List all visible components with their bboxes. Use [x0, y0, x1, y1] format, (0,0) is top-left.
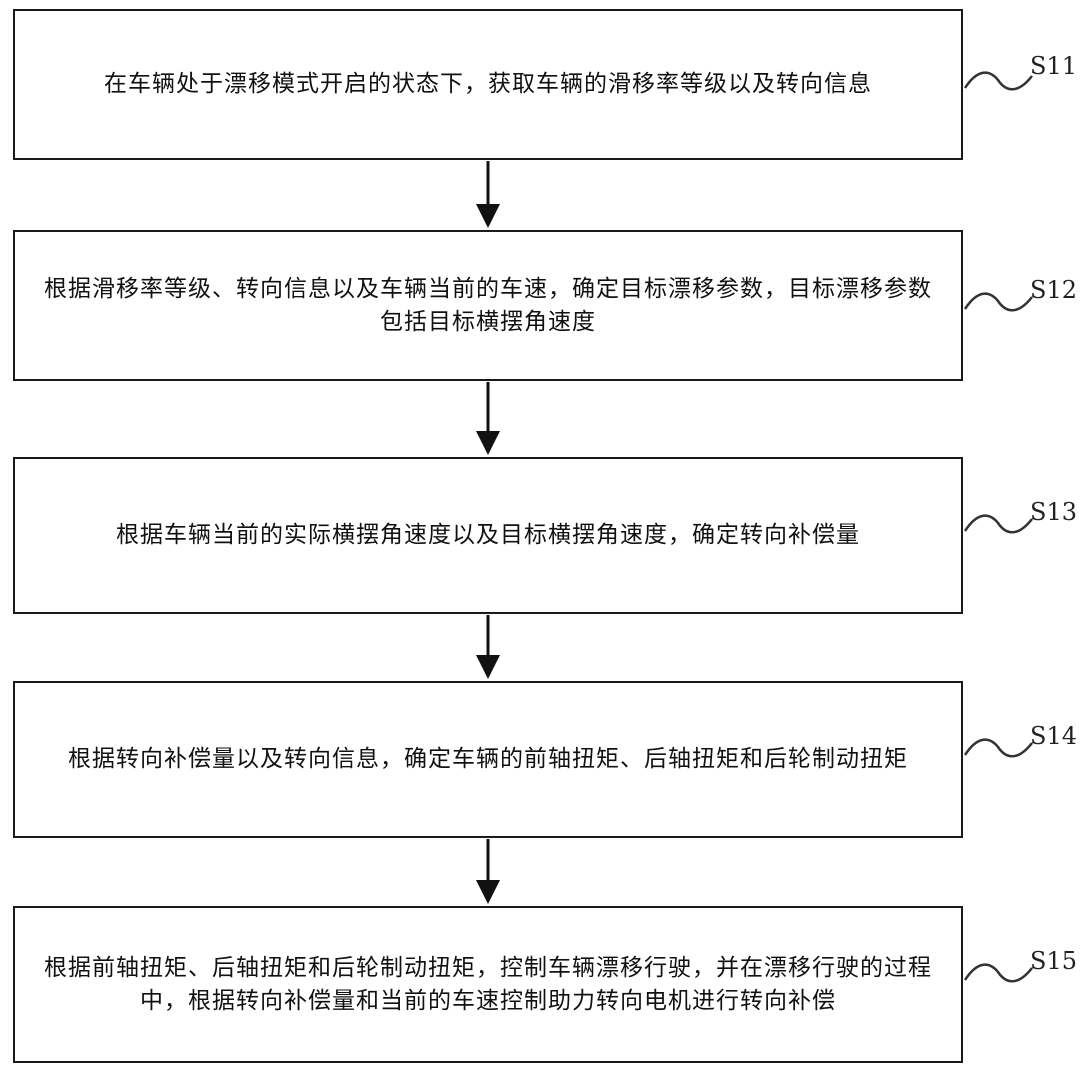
- step-id-s13: S13: [1030, 498, 1077, 526]
- flow-arrow-s14-s15: [476, 839, 500, 904]
- leader-line-s13: [963, 514, 1033, 534]
- step-box-s15: 根据前轴扭矩、后轴扭矩和后轮制动扭矩，控制车辆漂移行驶，并在漂移行驶的过程中，根…: [13, 906, 963, 1063]
- step-text-s13: 根据车辆当前的实际横摆角速度以及目标横摆角速度，确定转向补偿量: [116, 522, 860, 548]
- step-id-s14: S14: [1030, 722, 1077, 750]
- leader-line-s11: [963, 71, 1033, 91]
- step-box-s12: 根据滑移率等级、转向信息以及车辆当前的车速，确定目标漂移参数，目标漂移参数包括目…: [13, 230, 963, 381]
- step-id-s15: S15: [1030, 947, 1077, 975]
- step-text-s15: 根据前轴扭矩、后轴扭矩和后轮制动扭矩，控制车辆漂移行驶，并在漂移行驶的过程中，根…: [44, 954, 932, 1014]
- leader-line-s15: [963, 963, 1033, 983]
- step-box-s11: 在车辆处于漂移模式开启的状态下，获取车辆的滑移率等级以及转向信息: [13, 9, 963, 160]
- step-text-s11: 在车辆处于漂移模式开启的状态下，获取车辆的滑移率等级以及转向信息: [104, 71, 872, 97]
- flow-arrow-s12-s13: [476, 382, 500, 455]
- leader-line-s14: [963, 738, 1033, 758]
- leader-line-s12: [963, 292, 1033, 312]
- step-id-s12: S12: [1030, 276, 1077, 304]
- step-box-s14: 根据转向补偿量以及转向信息，确定车辆的前轴扭矩、后轴扭矩和后轮制动扭矩: [13, 681, 963, 838]
- step-text-s12: 根据滑移率等级、转向信息以及车辆当前的车速，确定目标漂移参数，目标漂移参数包括目…: [44, 275, 932, 335]
- flow-arrow-s13-s14: [476, 615, 500, 679]
- step-box-s13: 根据车辆当前的实际横摆角速度以及目标横摆角速度，确定转向补偿量: [13, 457, 963, 614]
- step-text-s14: 根据转向补偿量以及转向信息，确定车辆的前轴扭矩、后轴扭矩和后轮制动扭矩: [68, 746, 908, 772]
- flow-arrow-s11-s12: [476, 161, 500, 228]
- step-id-s11: S11: [1030, 52, 1077, 80]
